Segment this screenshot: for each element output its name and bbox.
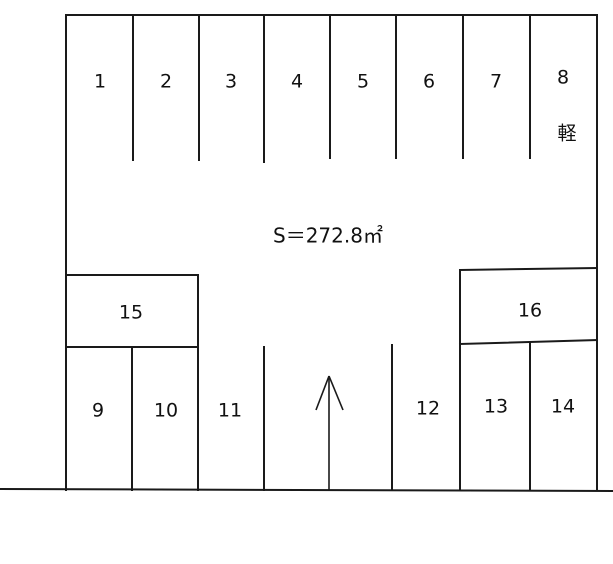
bottom-left-block [65, 274, 199, 491]
space-6-label: 6 [423, 71, 435, 93]
lot-area-label: S＝272.8㎡ [273, 224, 383, 248]
space-4-label: 4 [291, 71, 303, 93]
lot-boundary [0, 14, 613, 493]
space-9-label: 9 [92, 400, 104, 422]
kei-car-mark: 軽 [557, 123, 576, 145]
arrow-up-icon [315, 375, 344, 490]
space-3-label: 3 [225, 71, 237, 93]
space-12-label: 12 [416, 398, 440, 420]
bottom-right-block [458, 266, 599, 491]
space-16-label: 16 [518, 300, 542, 322]
space-10-label: 10 [154, 400, 178, 422]
space-7-label: 7 [490, 71, 502, 93]
space-15-label: 15 [119, 302, 143, 324]
space-1-label: 1 [94, 71, 106, 93]
space-13-label: 13 [484, 396, 508, 418]
space-11-label: 11 [218, 400, 242, 422]
bottom-middle-dividers [263, 344, 393, 491]
space-8-label: 8 [557, 67, 569, 89]
space-14-label: 14 [551, 396, 575, 418]
space-2-label: 2 [160, 71, 172, 93]
space-5-label: 5 [357, 71, 369, 93]
top-row-dividers [132, 14, 531, 163]
